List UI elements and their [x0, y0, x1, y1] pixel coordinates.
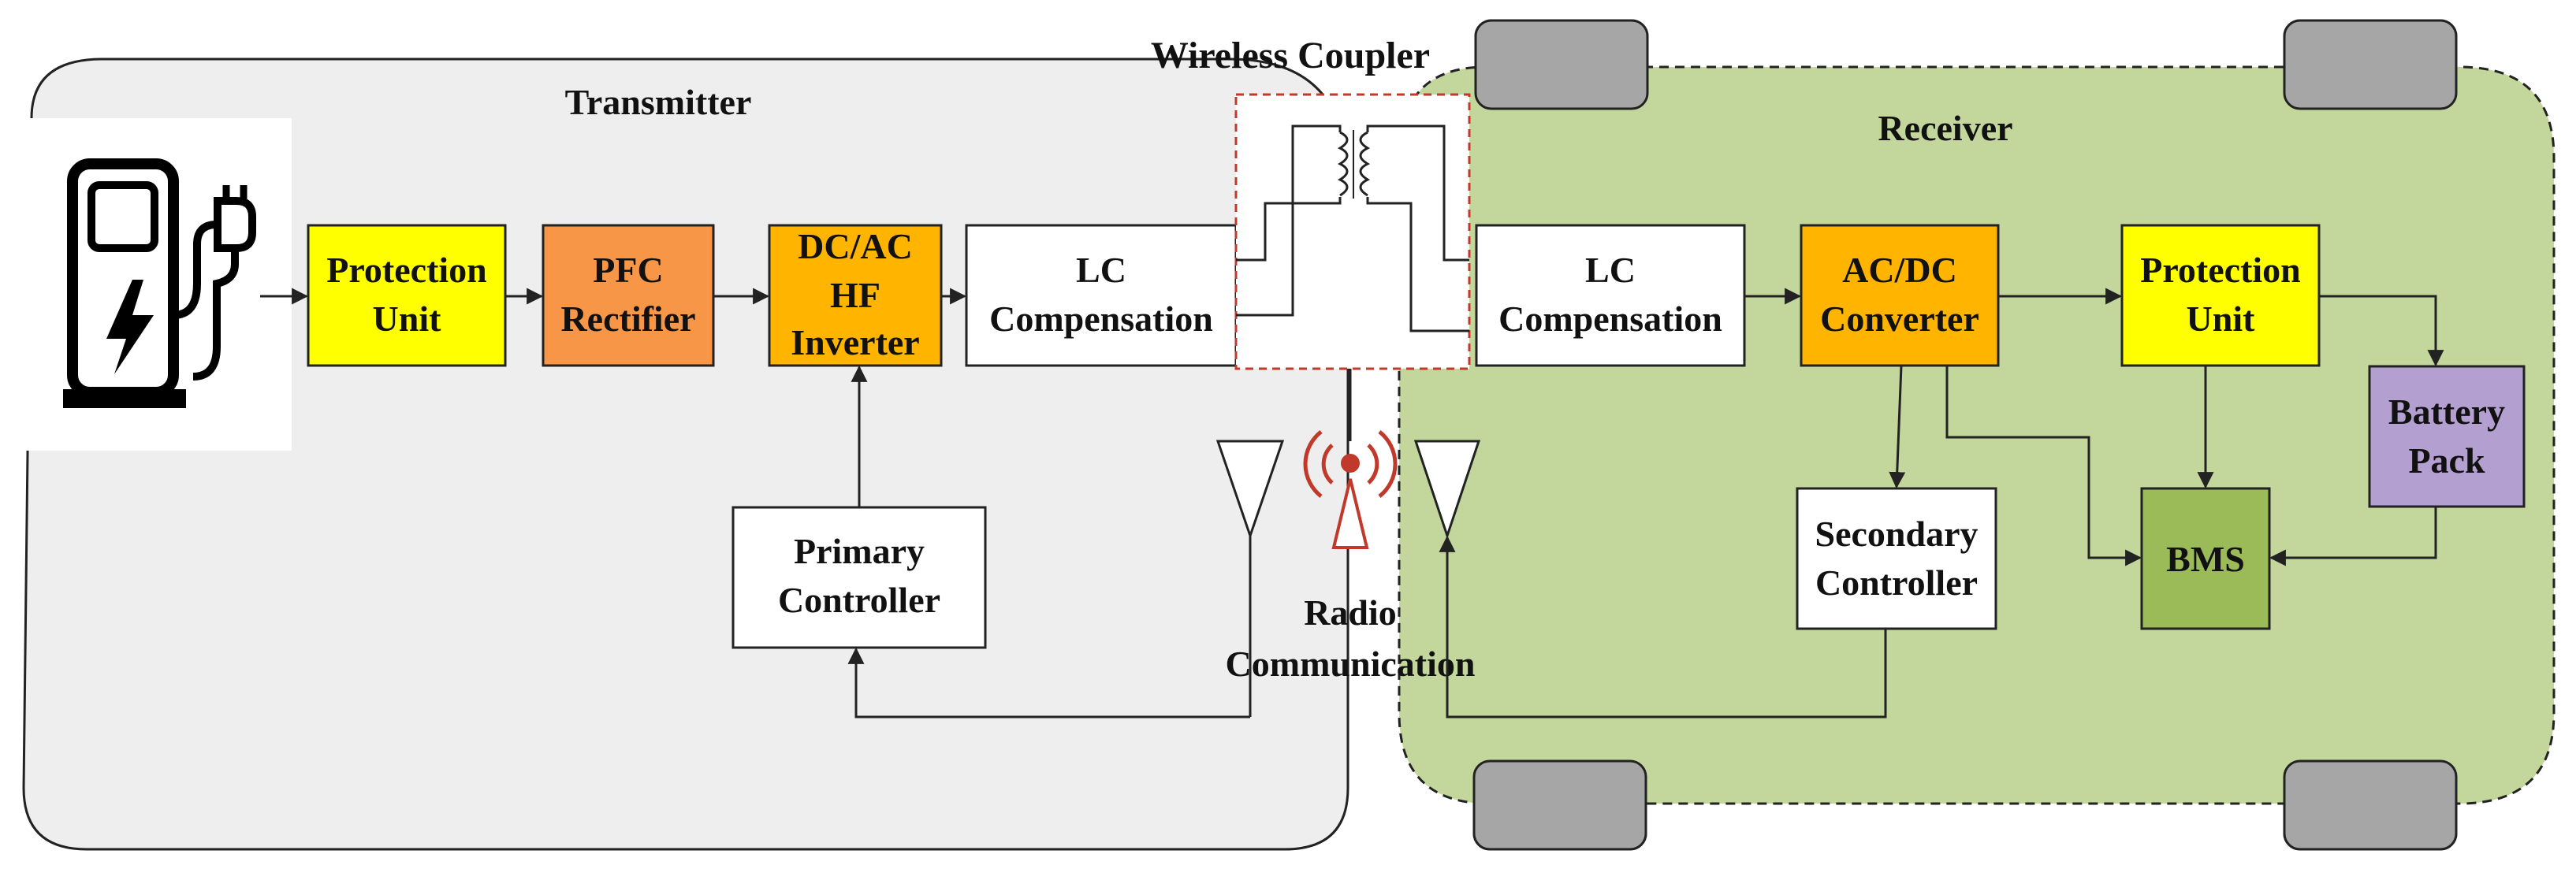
wheel-bottom-right-overlay — [2283, 759, 2458, 851]
inverter-line3: Inverter — [791, 322, 919, 362]
primary-controller-line1: Primary — [794, 531, 925, 571]
secondary-controller-line1: Secondary — [1815, 514, 1979, 554]
tx-antenna-icon — [1215, 440, 1285, 540]
tx-lc-line1: LC — [1076, 250, 1126, 290]
acdc-converter — [1800, 224, 2000, 367]
rx-antenna-icon — [1413, 440, 1481, 540]
receiver-label: Receiver — [1878, 108, 2012, 148]
radio-label-line2: Communication — [1226, 644, 1476, 684]
pfc-rectifier — [542, 224, 715, 367]
primary-controller-line2: Controller — [778, 580, 940, 620]
radio-label-line1: Radio — [1304, 592, 1397, 633]
wireless-coupler-label: Wireless Coupler — [1151, 35, 1430, 76]
pfc-line2: Rectifier — [560, 299, 695, 339]
inverter-line2: HF — [830, 275, 880, 315]
wheel-top-left-overlay — [1474, 19, 1649, 110]
rx-lc-line1: LC — [1585, 250, 1636, 290]
acdc-line2: Converter — [1820, 299, 1979, 339]
dcac-hf-inverter — [768, 224, 943, 367]
rx-protection-unit — [2120, 224, 2321, 367]
bms-label: BMS — [2166, 539, 2245, 579]
transmitter-label: Transmitter — [565, 82, 752, 122]
ev-charger-icon — [24, 118, 292, 451]
rx-protection-line2: Unit — [2187, 299, 2256, 339]
rx-lc-line2: Compensation — [1498, 299, 1722, 339]
battery-line2: Pack — [2408, 440, 2485, 481]
secondary-controller-line2: Controller — [1815, 563, 1978, 603]
tx-protection-line2: Unit — [373, 299, 442, 339]
radio-tower-icon — [1303, 430, 1398, 549]
primary-controller — [731, 506, 987, 649]
wheel-bottom-left-overlay — [1472, 759, 1647, 851]
rx-protection-line1: Protection — [2140, 250, 2301, 290]
tx-lc-line2: Compensation — [989, 299, 1213, 339]
battery-line1: Battery — [2388, 392, 2505, 432]
battery-pack — [2368, 365, 2526, 508]
pfc-line1: PFC — [593, 250, 663, 290]
tx-protection-unit — [307, 224, 507, 367]
wireless-coupler — [1234, 93, 1471, 370]
wheel-top-right-overlay — [2283, 19, 2458, 110]
inverter-line1: DC/AC — [798, 226, 913, 266]
tx-protection-line1: Protection — [326, 250, 487, 290]
tx-lc-compensation — [965, 224, 1238, 367]
rx-lc-compensation — [1475, 224, 1746, 367]
connections — [260, 288, 2444, 718]
secondary-controller — [1796, 487, 1997, 630]
acdc-line1: AC/DC — [1842, 250, 1957, 290]
